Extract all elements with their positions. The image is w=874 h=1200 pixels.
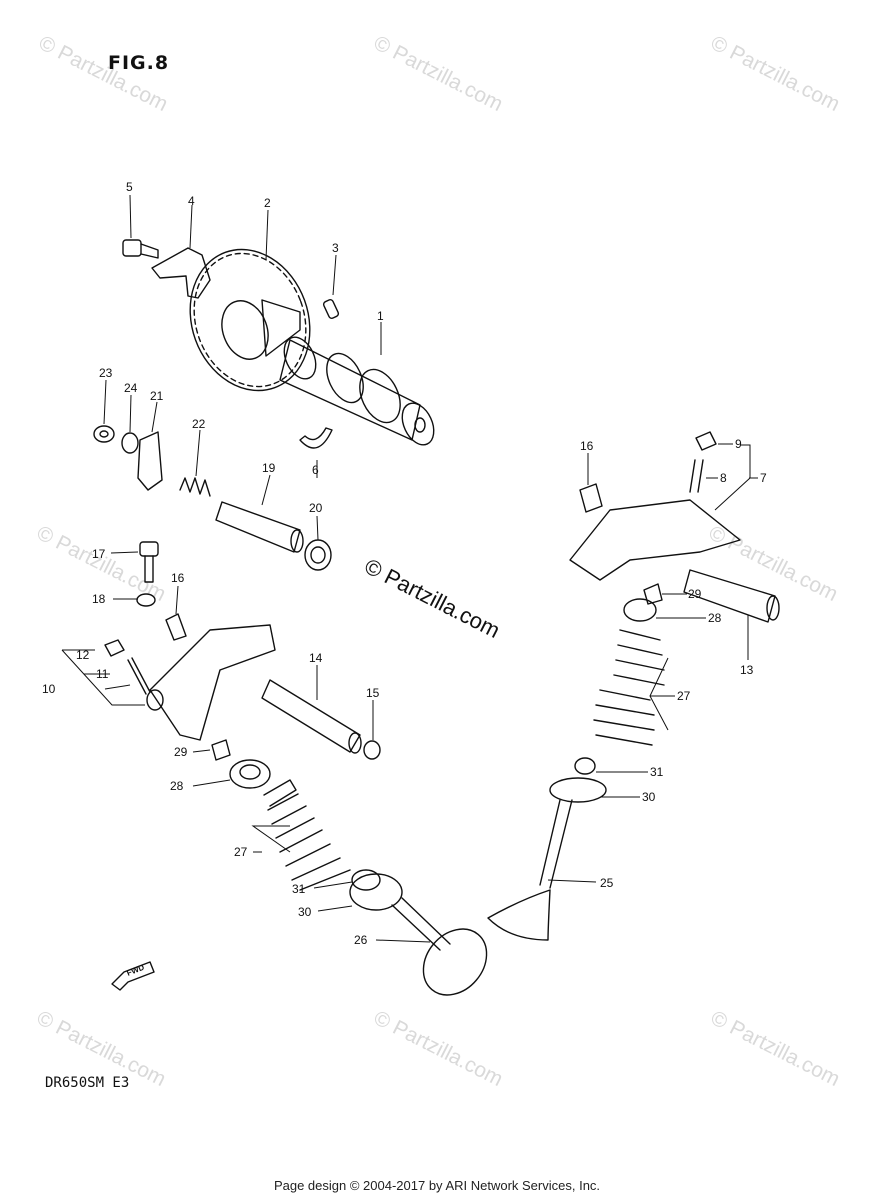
- callout-30-right[interactable]: 30: [642, 790, 656, 804]
- callout-27-right[interactable]: 27: [677, 689, 691, 703]
- callout-17[interactable]: 17: [92, 547, 106, 561]
- callout-27-left[interactable]: 27: [234, 845, 248, 859]
- fwd-label: FWD: [125, 963, 145, 978]
- callout-8[interactable]: 8: [720, 471, 727, 485]
- callout-30-left[interactable]: 30: [298, 905, 312, 919]
- callout-13[interactable]: 13: [740, 663, 754, 677]
- callout-9[interactable]: 9: [735, 437, 742, 451]
- callout-24[interactable]: 24: [124, 381, 138, 395]
- callout-4[interactable]: 4: [188, 194, 195, 208]
- callout-21[interactable]: 21: [150, 389, 164, 403]
- callout-16-right[interactable]: 16: [580, 439, 594, 453]
- callout-29-left[interactable]: 29: [174, 745, 188, 759]
- callout-12[interactable]: 12: [76, 648, 90, 662]
- callout-7[interactable]: 7: [760, 471, 767, 485]
- callout-10[interactable]: 10: [42, 682, 56, 696]
- callout-3[interactable]: 3: [332, 241, 339, 255]
- callout-25[interactable]: 25: [600, 876, 614, 890]
- callout-22[interactable]: 22: [192, 417, 206, 431]
- model-code: DR650SM E3: [45, 1075, 130, 1091]
- callout-26[interactable]: 26: [354, 933, 368, 947]
- callout-14[interactable]: 14: [309, 651, 323, 665]
- callout-5[interactable]: 5: [126, 180, 133, 194]
- callout-19[interactable]: 19: [262, 461, 276, 475]
- callout-11[interactable]: 11: [96, 667, 109, 681]
- callout-18[interactable]: 18: [92, 592, 106, 606]
- cam-sprocket-drawing: [189, 248, 311, 392]
- callout-20[interactable]: 20: [309, 501, 323, 515]
- callout-31-right[interactable]: 31: [650, 765, 664, 779]
- callout-2[interactable]: 2: [264, 196, 271, 210]
- callout-31-left[interactable]: 31: [292, 882, 306, 896]
- page-footer: Page design © 2004-2017 by ARI Network S…: [273, 1178, 601, 1193]
- callout-23[interactable]: 23: [99, 366, 113, 380]
- figure-title: FIG.8: [108, 52, 170, 74]
- callout-29-right[interactable]: 29: [688, 587, 702, 601]
- callout-15[interactable]: 15: [366, 686, 380, 700]
- callout-28-left[interactable]: 28: [170, 779, 184, 793]
- callout-28-right[interactable]: 28: [708, 611, 722, 625]
- callout-1[interactable]: 1: [377, 309, 384, 323]
- callout-6[interactable]: 6: [312, 463, 319, 477]
- callout-16-left[interactable]: 16: [171, 571, 185, 585]
